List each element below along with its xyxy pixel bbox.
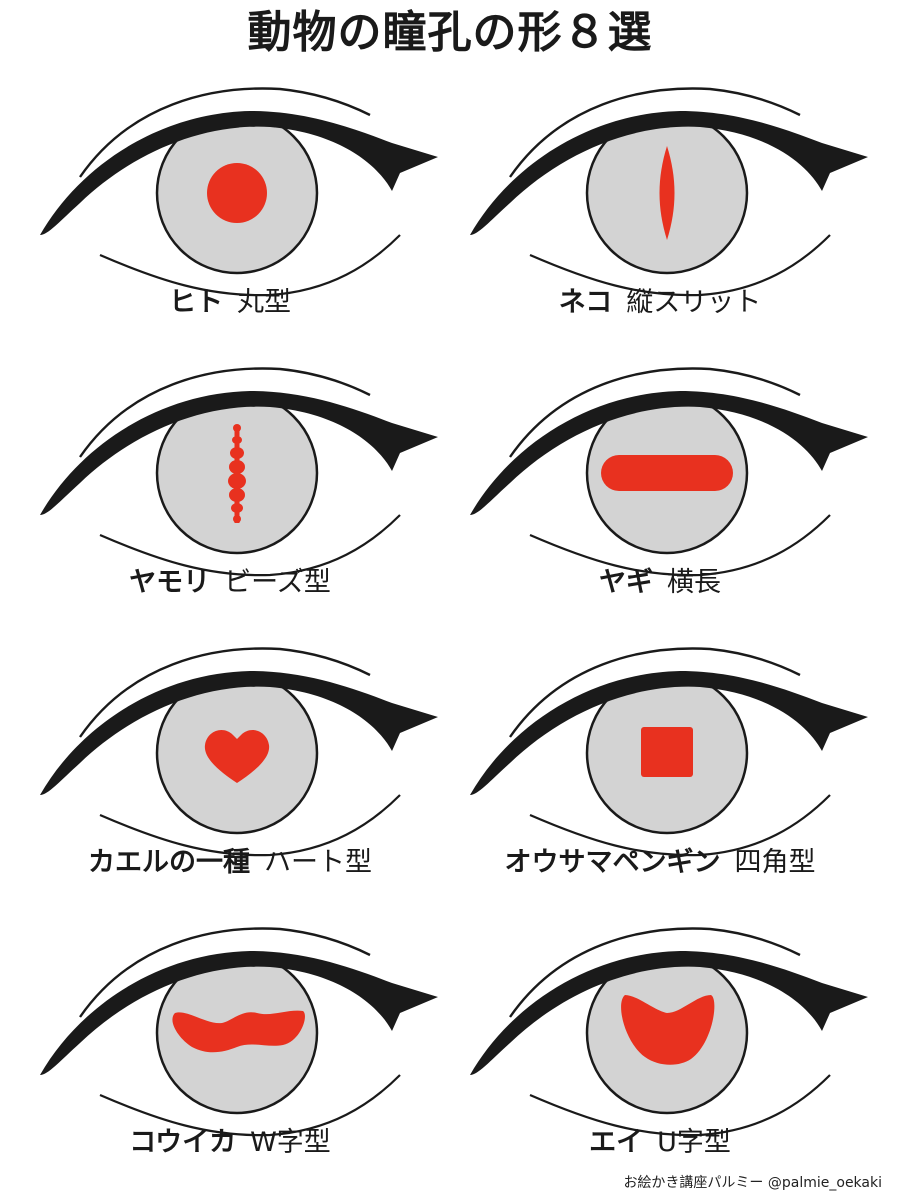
lower-lid-line: [99, 1074, 401, 1137]
upper-eyelash: [40, 671, 438, 795]
upper-eyelash: [40, 951, 438, 1075]
eye-illustration: [40, 647, 438, 857]
lower-lid-line: [529, 234, 831, 297]
animal-name: エイ: [589, 1127, 644, 1158]
eye-card: コウイカ W字型: [20, 925, 440, 1195]
eye-illustration: [470, 647, 868, 857]
pupil-square: [641, 727, 693, 777]
pupil-shape-name: W字型: [250, 1127, 331, 1158]
eye-card: エイ U字型: [450, 925, 870, 1195]
lower-lid-line: [99, 514, 401, 577]
animal-name: コウイカ: [129, 1127, 237, 1158]
pupil-shape-name: 横長: [667, 567, 721, 598]
eye-label: コウイカ W字型: [20, 1125, 440, 1161]
animal-name: ヤモリ: [129, 567, 211, 598]
pupil-u-shape: [621, 995, 715, 1065]
animal-name: オウサマペンギン: [504, 847, 721, 878]
pupil-shape-name: U字型: [657, 1127, 731, 1158]
crease-line: [509, 647, 801, 738]
pupil-shape-name: ビーズ型: [224, 567, 331, 598]
pupil-heart: [204, 730, 270, 783]
eye-label: ネコ縦スリット: [450, 285, 870, 321]
eye-illustration: [470, 367, 868, 577]
pupil-shape-name: 四角型: [734, 847, 816, 878]
eye-card: ヤモリビーズ型: [20, 365, 440, 635]
upper-eyelash: [40, 111, 438, 235]
animal-name: ネコ: [558, 287, 613, 318]
crease-line: [79, 367, 371, 458]
eye-card: カエルの一種ハート型: [20, 645, 440, 915]
eye-label: ヤモリビーズ型: [20, 565, 440, 601]
crease-line: [509, 367, 801, 458]
pupil-shape-name: 縦スリット: [626, 287, 762, 318]
crease-line: [79, 87, 371, 178]
crease-line: [509, 87, 801, 178]
upper-eyelash: [470, 391, 868, 515]
lower-lid-line: [99, 794, 401, 857]
pupil-shape-name: ハート型: [264, 847, 372, 878]
eye-illustration: [40, 367, 438, 577]
pupil-round: [207, 163, 267, 223]
crease-line: [79, 647, 371, 738]
upper-eyelash: [470, 111, 868, 235]
eye-card: ヒト丸型: [20, 85, 440, 355]
pupil-vertical-slit: [659, 146, 675, 240]
animal-name: カエルの一種: [88, 847, 250, 878]
eye-illustration: [470, 87, 868, 297]
crease-line: [509, 927, 801, 1018]
eye-illustration: [40, 927, 438, 1137]
eye-label: カエルの一種ハート型: [20, 845, 440, 881]
eye-illustration: [40, 87, 438, 297]
credit-text: お絵かき講座パルミー @palmie_oekaki: [623, 1175, 882, 1191]
lower-lid-line: [99, 234, 401, 297]
animal-name: ヤギ: [599, 567, 653, 598]
pupil-w-shape: [172, 1010, 305, 1053]
lower-lid-line: [529, 514, 831, 577]
eye-label: ヒト丸型: [20, 285, 440, 321]
lower-lid-line: [529, 794, 831, 857]
pupil-beads: [228, 424, 246, 523]
lower-lid-line: [529, 1074, 831, 1137]
eye-card: ヤギ横長: [450, 365, 870, 635]
upper-eyelash: [40, 391, 438, 515]
eye-card: ネコ縦スリット: [450, 85, 870, 355]
pupil-shape-name: 丸型: [237, 287, 291, 318]
page-title: 動物の瞳孔の形８選: [247, 7, 653, 58]
eye-card: オウサマペンギン四角型: [450, 645, 870, 915]
upper-eyelash: [470, 951, 868, 1075]
eye-label: ヤギ横長: [450, 565, 870, 601]
eye-illustration: [470, 927, 868, 1137]
animal-name: ヒト: [169, 287, 223, 318]
eye-label: オウサマペンギン四角型: [450, 845, 870, 881]
crease-line: [79, 927, 371, 1018]
eye-label: エイ U字型: [450, 1125, 870, 1161]
pupil-horizontal: [601, 455, 733, 491]
upper-eyelash: [470, 671, 868, 795]
